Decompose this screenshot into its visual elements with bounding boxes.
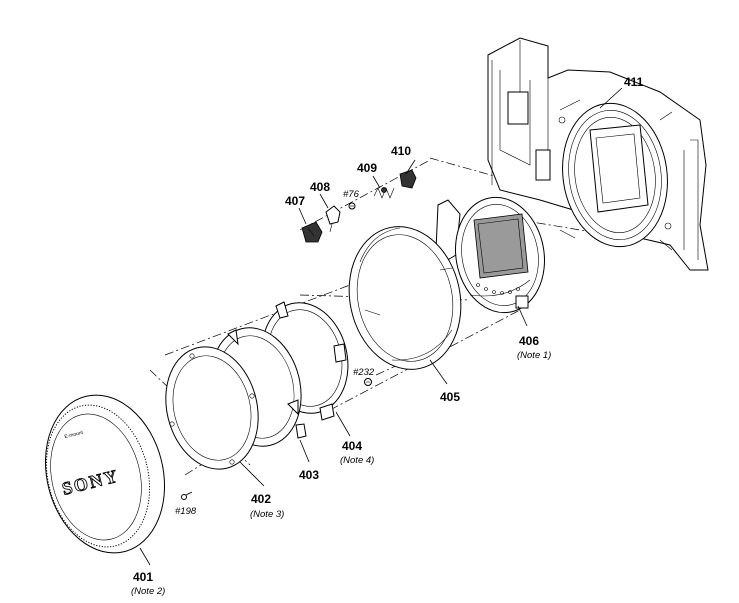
label-404: 404 (342, 439, 362, 453)
part-409-spring (373, 187, 395, 199)
label-screw-198: #198 (175, 506, 197, 517)
note-406: (Note 1) (517, 350, 551, 361)
note-402: (Note 3) (250, 509, 284, 520)
part-401-body-cap: SONY E-mount (44, 394, 166, 554)
label-403: 403 (299, 468, 319, 482)
part-402-mount-plate (165, 346, 259, 470)
screw-labels: #76 #198 #232 (175, 189, 375, 517)
part-410-button (399, 169, 417, 189)
label-410: 410 (391, 144, 411, 158)
note-401: (Note 2) (131, 586, 165, 597)
part-411-front-frame (487, 37, 709, 271)
label-408: 408 (310, 180, 330, 194)
part-408-lock-pin (325, 205, 341, 233)
label-409: 409 (357, 161, 377, 175)
mount-contact-pins (476, 283, 520, 295)
label-screw-76: #76 (343, 189, 360, 200)
screw-232 (364, 378, 372, 386)
part-407-lever (301, 221, 323, 243)
screw-76 (348, 202, 356, 210)
label-402: 402 (251, 492, 271, 506)
label-screw-232: #232 (353, 367, 375, 378)
part-labels: 411 410 409 408 407 406 (Note 1) 405 404… (131, 75, 644, 597)
screw-198 (181, 491, 193, 500)
label-406: 406 (519, 334, 539, 348)
note-404: (Note 4) (340, 455, 374, 466)
part-406-mount-frame (435, 196, 545, 314)
label-411: 411 (624, 75, 644, 89)
label-407: 407 (285, 194, 305, 208)
label-405: 405 (440, 390, 460, 404)
part-405-ring (348, 226, 462, 370)
cap-small-text: E-mount (64, 430, 84, 441)
label-401: 401 (133, 570, 153, 584)
leader-lines (139, 87, 623, 566)
